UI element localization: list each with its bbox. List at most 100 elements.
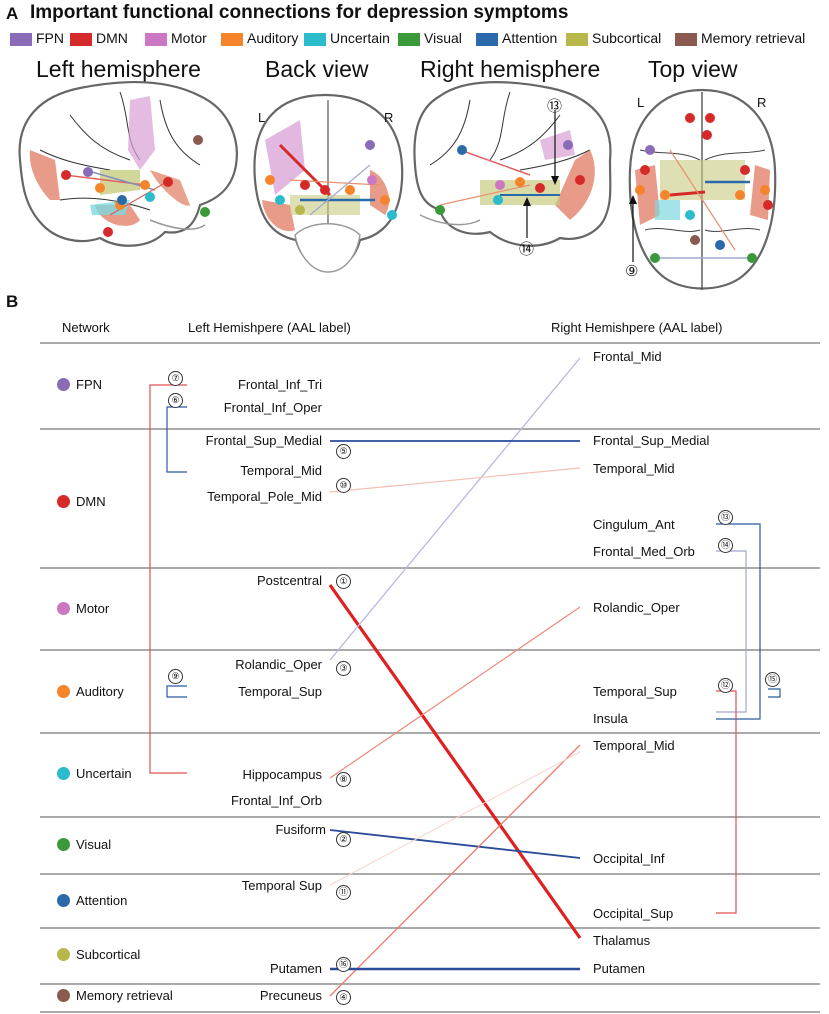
right-label-occipital-inf: Occipital_Inf xyxy=(593,851,665,866)
back-view-right-mark: R xyxy=(384,110,394,125)
legend-label-memory-retrieval: Memory retrieval xyxy=(701,30,806,46)
legend-swatch-auditory xyxy=(221,33,243,46)
top-view-marker-9: ⑨ xyxy=(625,263,639,280)
header-network: Network xyxy=(62,320,110,335)
back-view-left-mark: L xyxy=(258,110,266,125)
connection-9-bracket xyxy=(166,685,187,698)
top-view-right-mark: R xyxy=(757,95,767,110)
connection-number-14: ⑭ xyxy=(718,538,733,553)
brain-right-hemisphere xyxy=(413,81,612,247)
connection-7-bracket xyxy=(149,384,187,774)
legend-label-auditory: Auditory xyxy=(247,30,299,46)
right-label-rolandic-oper: Rolandic_Oper xyxy=(593,600,680,615)
left-label-hippocampus: Hippocampus xyxy=(242,767,323,782)
connection-number-6: ⑥ xyxy=(168,393,183,408)
brain-top-view xyxy=(628,88,777,290)
connection-2-line xyxy=(329,829,581,859)
left-label-putamen: Putamen xyxy=(269,961,322,976)
legend-swatch-subcortical xyxy=(566,33,588,46)
right-label-cingulum-ant: Cingulum_Ant xyxy=(593,517,675,532)
right-hemisphere-marker-13: ⑬ xyxy=(547,98,563,115)
connection-number-9: ⑨ xyxy=(168,669,183,684)
view-title-back-view: Back view xyxy=(265,56,369,82)
network-label-subcortical: Subcortical xyxy=(76,947,141,962)
network-label-dmn: DMN xyxy=(76,494,106,509)
right-label-putamen: Putamen xyxy=(593,961,646,976)
left-label-temporal-mid: Temporal_Mid xyxy=(240,463,322,478)
legend-label-fpn: FPN xyxy=(36,30,64,46)
left-label-temporal-pole-mid: Temporal_Pole_Mid xyxy=(207,489,322,504)
header-left-hemisphere: Left Hemishpere (AAL label) xyxy=(188,320,351,335)
network-label-auditory: Auditory xyxy=(76,684,124,699)
network-dot-attention xyxy=(57,894,70,907)
left-label-fusiform: Fusiform xyxy=(275,822,326,837)
left-label-rolandic-oper: Rolandic_Oper xyxy=(235,657,322,672)
connection-number-15: ⑮ xyxy=(765,672,780,687)
connection-number-4: ④ xyxy=(336,990,351,1005)
right-label-frontal-mid: Frontal_Mid xyxy=(593,349,662,364)
legend-label-motor: Motor xyxy=(171,30,207,46)
connection-13-bracket xyxy=(716,523,761,720)
legend-label-uncertain: Uncertain xyxy=(330,30,390,46)
left-label-frontal-inf-orb: Frontal_Inf_Orb xyxy=(230,793,322,808)
connection-number-12: ⑫ xyxy=(718,678,733,693)
header-right-hemisphere: Right Hemishpere (AAL label) xyxy=(551,320,723,335)
connection-number-5: ⑤ xyxy=(336,444,351,459)
right-hemisphere-marker-14: ⑭ xyxy=(519,241,535,258)
connection-10-line xyxy=(329,467,581,493)
connection-14-bracket xyxy=(716,550,747,713)
panel-b-letter: B xyxy=(6,292,19,311)
network-dot-motor xyxy=(57,602,70,615)
top-view-left-mark: L xyxy=(637,95,645,110)
view-title-left-hemisphere: Left hemisphere xyxy=(36,56,201,82)
connection-11-line xyxy=(329,751,581,886)
connection-15-bracket xyxy=(768,688,781,698)
connection-6-bracket xyxy=(166,406,187,473)
connection-number-10: ⑩ xyxy=(336,478,351,493)
connection-12-bracket xyxy=(716,690,737,914)
right-label-frontal-sup-medial: Frontal_Sup_Medial xyxy=(593,433,710,448)
left-label-frontal-inf-tri: Frontal_Inf_Tri xyxy=(237,377,322,392)
legend-swatch-dmn xyxy=(70,33,92,46)
panel-a-title: Important functional connections for dep… xyxy=(30,2,569,23)
network-label-attention: Attention xyxy=(76,893,128,908)
left-label-temporal-sup: Temporal_Sup xyxy=(238,684,322,699)
legend-swatch-motor xyxy=(145,33,167,46)
right-label-insula: Insula xyxy=(593,711,628,726)
legend-swatch-memory-retrieval xyxy=(675,33,697,46)
right-label-occipital-sup: Occipital_Sup xyxy=(593,906,674,921)
network-label-uncertain: Uncertain xyxy=(76,766,132,781)
connection-number-1: ① xyxy=(336,574,351,589)
left-label-frontal-inf-oper: Frontal_Inf_Oper xyxy=(223,400,322,415)
brain-views-illustration xyxy=(18,81,777,290)
network-dot-uncertain xyxy=(57,767,70,780)
brain-back-view xyxy=(253,93,404,273)
legend-label-subcortical: Subcortical xyxy=(592,30,662,46)
connection-4-line xyxy=(329,744,581,997)
left-label-postcentral: Postcentral xyxy=(256,573,322,588)
brain-left-hemisphere xyxy=(18,81,238,247)
left-label-frontal-sup-medial: Frontal_Sup_Medial xyxy=(205,433,322,448)
network-label-motor: Motor xyxy=(76,601,110,616)
connection-number-3: ③ xyxy=(336,661,351,676)
network-dot-subcortical xyxy=(57,948,70,961)
legend-label-attention: Attention xyxy=(502,30,558,46)
connection-number-2: ② xyxy=(336,832,351,847)
left-label-precuneus: Precuneus xyxy=(259,988,322,1003)
view-title-right-hemisphere: Right hemisphere xyxy=(420,56,601,82)
right-label-temporal-sup: Temporal_Sup xyxy=(593,684,677,699)
connection-number-8: ⑧ xyxy=(336,772,351,787)
legend-swatch-visual xyxy=(398,33,420,46)
connection-8-line xyxy=(329,606,581,779)
legend-swatch-fpn xyxy=(10,33,32,46)
legend-label-visual: Visual xyxy=(424,30,462,46)
network-dot-visual xyxy=(57,838,70,851)
connection-number-13: ⑬ xyxy=(718,510,733,525)
network-label-visual: Visual xyxy=(76,837,112,852)
network-dot-auditory xyxy=(57,685,70,698)
network-dot-dmn xyxy=(57,495,70,508)
legend-swatch-uncertain xyxy=(304,33,326,46)
connection-number-11: ⑪ xyxy=(336,885,351,900)
network-dot-memory-retrieval xyxy=(57,989,70,1002)
